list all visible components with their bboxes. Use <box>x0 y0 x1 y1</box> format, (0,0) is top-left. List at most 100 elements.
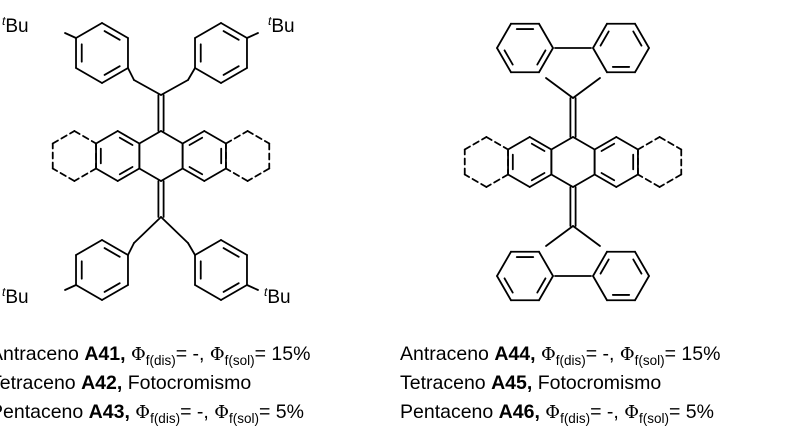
fluorenylidene-top <box>496 22 650 99</box>
ring-bond <box>75 239 103 256</box>
benzo-ring-right <box>181 130 227 182</box>
caption-right-pentaceno: Pentaceno A46, Φf(dis)= -, Φf(sol)= 5% <box>400 401 714 426</box>
ring-bond <box>550 136 574 151</box>
ring-double-bond <box>632 258 643 275</box>
benzo-ring-left <box>507 136 553 188</box>
ring-double-bond <box>536 277 547 294</box>
ring-double-bond <box>222 30 240 41</box>
ring-double-bond <box>599 30 610 47</box>
tbu-bond <box>64 32 77 39</box>
ring-bond <box>507 136 531 151</box>
ring-bond <box>95 167 119 182</box>
fluorene-benzo-ring-right <box>592 22 650 74</box>
ring-bond <box>220 22 248 39</box>
ring-double-bond <box>118 166 134 176</box>
ring-bond <box>528 136 553 151</box>
ring-bond <box>496 47 512 74</box>
ring-bond <box>203 130 227 145</box>
tbu-bond <box>246 32 259 39</box>
ring-bond <box>528 173 553 188</box>
aryl-bond <box>187 242 196 256</box>
aryl-ring-bottom-left <box>75 239 129 301</box>
ring-bond <box>550 173 574 188</box>
ring-bond <box>507 173 531 188</box>
ring-bond <box>634 275 650 302</box>
five-ring-bond <box>545 77 574 99</box>
ring-bond <box>538 22 554 49</box>
outer-fused-ring-dashed <box>637 136 683 188</box>
caption-left-antraceno: Antraceno A41, Φf(dis)= -, Φf(sol)= 15% <box>0 343 311 368</box>
ring-bond <box>101 284 129 301</box>
tbu-label-bottom-left: tBu <box>2 285 29 308</box>
ring-bond <box>220 239 248 256</box>
ring-double-bond <box>536 49 547 66</box>
benzo-ring-right <box>593 136 639 188</box>
ring-double-bond <box>103 247 121 258</box>
aryl-bond <box>187 67 196 81</box>
caption-left-pentaceno: Pentaceno A43, Φf(dis)= -, Φf(sol)= 5% <box>0 401 304 426</box>
ring-double-bond <box>103 282 121 293</box>
ring-double-bond <box>600 142 616 152</box>
ring-bond <box>246 130 271 145</box>
fluorenylidene-bottom <box>496 225 650 302</box>
outer-fused-ring-dashed <box>51 130 97 182</box>
difluorenylidene-acene-structure <box>463 22 683 302</box>
ring-bond <box>463 136 488 151</box>
ring-bond <box>203 167 227 182</box>
ring-bond <box>615 173 639 188</box>
aryl-ring-top-left <box>75 22 129 84</box>
ring-bond <box>51 130 76 145</box>
outer-fused-ring-dashed <box>463 136 509 188</box>
fluorene-benzo-ring-left <box>496 250 554 302</box>
five-ring-bond <box>572 225 601 247</box>
ring-bond <box>634 47 650 74</box>
ring-bond <box>572 173 596 188</box>
tbu-bond <box>246 284 259 291</box>
tbu-label-top-right: tBu <box>268 14 295 37</box>
tbu-bond <box>64 284 77 291</box>
ring-bond <box>593 173 618 188</box>
acene-core-left <box>51 130 271 182</box>
ring-double-bond <box>600 172 616 182</box>
ring-bond <box>496 275 512 302</box>
ring-bond <box>658 136 683 151</box>
acene-core-right <box>463 136 683 188</box>
ring-bond <box>615 136 639 151</box>
ring-double-bond <box>503 277 514 294</box>
ring-bond <box>538 47 554 74</box>
aryl-bond <box>133 79 162 96</box>
aryl-bond <box>127 67 135 81</box>
ring-double-bond <box>222 65 240 76</box>
ring-bond <box>246 167 271 182</box>
ring-bond <box>225 167 249 182</box>
ring-double-bond <box>632 30 643 47</box>
ring-bond <box>73 130 97 145</box>
ring-bond <box>538 275 554 302</box>
ring-bond <box>181 167 206 182</box>
ring-bond <box>463 173 488 188</box>
ring-bond <box>101 239 129 256</box>
ring-bond <box>485 136 509 151</box>
ring-double-bond <box>188 136 204 146</box>
ring-double-bond <box>103 30 121 41</box>
aryl-bond <box>133 216 162 244</box>
ring-bond <box>592 47 608 74</box>
ring-bond <box>116 167 141 182</box>
ring-bond <box>138 167 162 182</box>
benzo-ring-left <box>95 130 141 182</box>
fluorene-benzo-ring-right <box>592 250 650 302</box>
ring-bond <box>160 130 184 145</box>
ring-double-bond <box>222 282 240 293</box>
ring-double-bond <box>530 142 546 152</box>
aryl-bond <box>160 79 189 96</box>
ring-bond <box>592 275 608 302</box>
ring-double-bond <box>118 136 134 146</box>
aryl-bond <box>160 216 189 244</box>
aryl-ring-top-right <box>194 22 248 84</box>
central-ring <box>550 136 596 188</box>
ring-bond <box>194 22 222 39</box>
ring-bond <box>194 67 222 84</box>
ring-bond <box>73 167 97 182</box>
tbu-label-bottom-right: tBu <box>264 285 291 308</box>
outer-fused-ring-dashed <box>225 130 271 182</box>
